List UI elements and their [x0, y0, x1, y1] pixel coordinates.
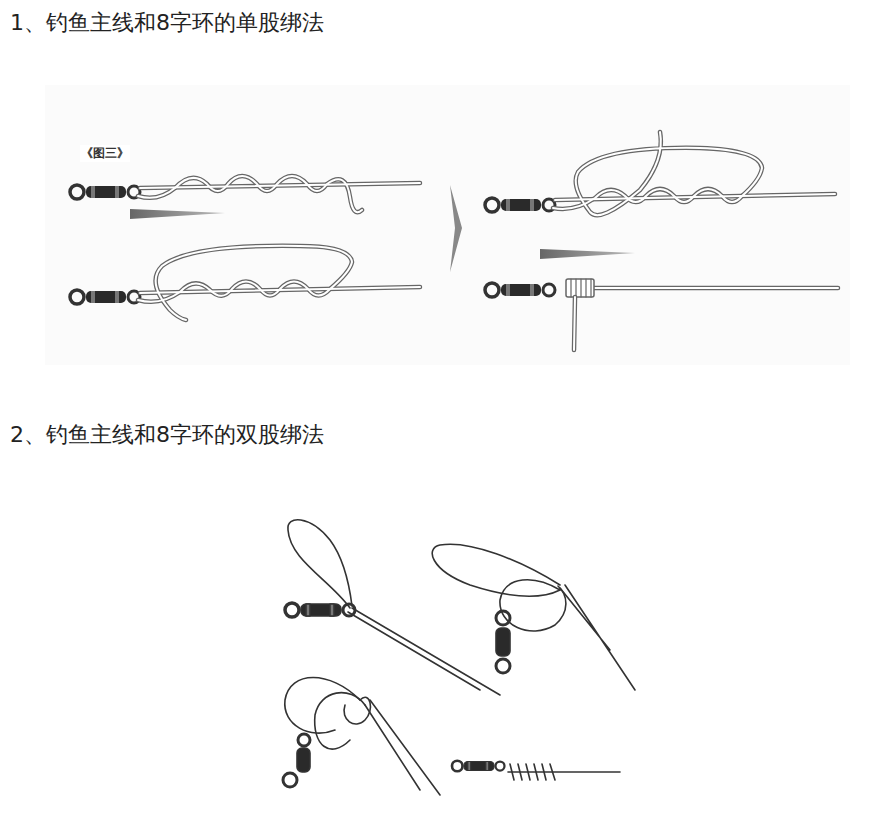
section-heading: 2、钓鱼主线和8字环的双股绑法 — [10, 420, 324, 450]
section-heading: 1、钓鱼主线和8字环的单股绑法 — [10, 8, 324, 38]
figure-tag: 《图三》 — [80, 145, 130, 162]
